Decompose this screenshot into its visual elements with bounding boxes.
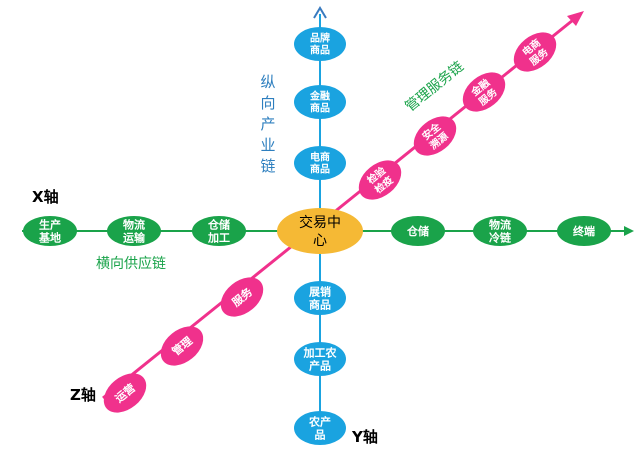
x-axis-node-label: 生产 <box>39 217 61 231</box>
x-axis-node-shape <box>192 216 246 246</box>
vertical-chain-label: 纵 向 产 业 链 <box>260 73 275 175</box>
z-axis-node-shape <box>462 72 506 112</box>
y-axis-node-shape <box>294 281 346 315</box>
y-axis-node-label: 商品 <box>310 102 330 115</box>
vertical-chain-char: 链 <box>260 157 275 175</box>
y-axis-node-shape <box>294 146 346 180</box>
z-axis-label: Z轴 <box>70 386 96 404</box>
y-axis-node-label: 品 <box>315 428 326 441</box>
x-axis-node-label: 运输 <box>123 230 146 244</box>
z-axis-node: 管理 <box>160 326 204 366</box>
z-axis-node-shape <box>413 116 457 156</box>
vertical-chain-char: 产 <box>260 115 275 133</box>
trading-center-label-line2: 心 <box>313 233 327 249</box>
x-axis-node-label: 基地 <box>38 230 61 244</box>
horizontal-chain-label: 横向供应链 <box>96 255 166 272</box>
z-axis-node: 服务 <box>220 277 264 317</box>
y-axis-node-label: 展销 <box>308 284 331 298</box>
z-axis-node: 运营 <box>103 373 147 413</box>
y-axis-node: 农产品 <box>294 411 346 445</box>
y-axis-node-label: 商品 <box>310 163 330 176</box>
x-axis-node-label: 冷链 <box>489 230 512 244</box>
y-axis-node-shape <box>294 342 346 376</box>
z-axis-arrow <box>567 11 584 26</box>
y-axis-node-shape <box>294 411 346 445</box>
z-axis-node-shape <box>220 277 264 317</box>
z-axis-node-shape <box>103 373 147 413</box>
trading-center-node <box>277 208 363 254</box>
y-axis-node-label: 产品 <box>309 358 331 372</box>
x-axis-node-shape <box>23 216 77 246</box>
y-axis-node-label: 农产 <box>308 414 331 428</box>
x-axis-node-label: 仓储 <box>406 224 429 238</box>
y-axis-node-label: 电商 <box>310 151 330 164</box>
x-axis-node-label: 仓储 <box>207 217 230 231</box>
y-axis-label: Y轴 <box>351 428 378 446</box>
x-axis-node-shape <box>107 216 161 246</box>
x-axis-node: 终端 <box>557 216 611 246</box>
management-chain-label: 管理服务链 <box>402 59 466 115</box>
y-axis-node-label: 品牌 <box>310 32 330 45</box>
vertical-chain-char: 纵 <box>260 73 275 91</box>
x-axis-arrow <box>624 226 634 236</box>
x-axis-node-shape <box>557 216 611 246</box>
x-axis-label: X轴 <box>32 188 59 206</box>
trading-center-label-line1: 交易中 <box>299 214 341 231</box>
y-axis-node-label: 加工农 <box>303 345 337 359</box>
x-axis-node-label: 物流 <box>123 217 145 231</box>
x-axis-node-label: 终端 <box>573 224 595 238</box>
y-axis-node-label: 商品 <box>310 44 330 57</box>
x-axis-node-label: 物流 <box>489 217 511 231</box>
x-axis-node-shape <box>473 216 527 246</box>
x-axis-node-label: 加工 <box>207 230 230 244</box>
vertical-chain-char: 业 <box>260 136 275 154</box>
z-axis-node-shape <box>358 160 402 200</box>
y-axis-node-shape <box>294 27 346 61</box>
y-axis-node-label: 金融 <box>309 90 330 103</box>
z-axis-node-shape <box>160 326 204 366</box>
z-axis-node-shape <box>513 32 557 72</box>
x-axis-node: 仓储 <box>391 216 445 246</box>
y-axis-arrow <box>313 6 327 19</box>
y-axis-node-shape <box>294 85 346 119</box>
vertical-chain-char: 向 <box>260 94 275 112</box>
x-axis-node-shape <box>391 216 445 246</box>
y-axis-node-label: 商品 <box>309 297 331 311</box>
